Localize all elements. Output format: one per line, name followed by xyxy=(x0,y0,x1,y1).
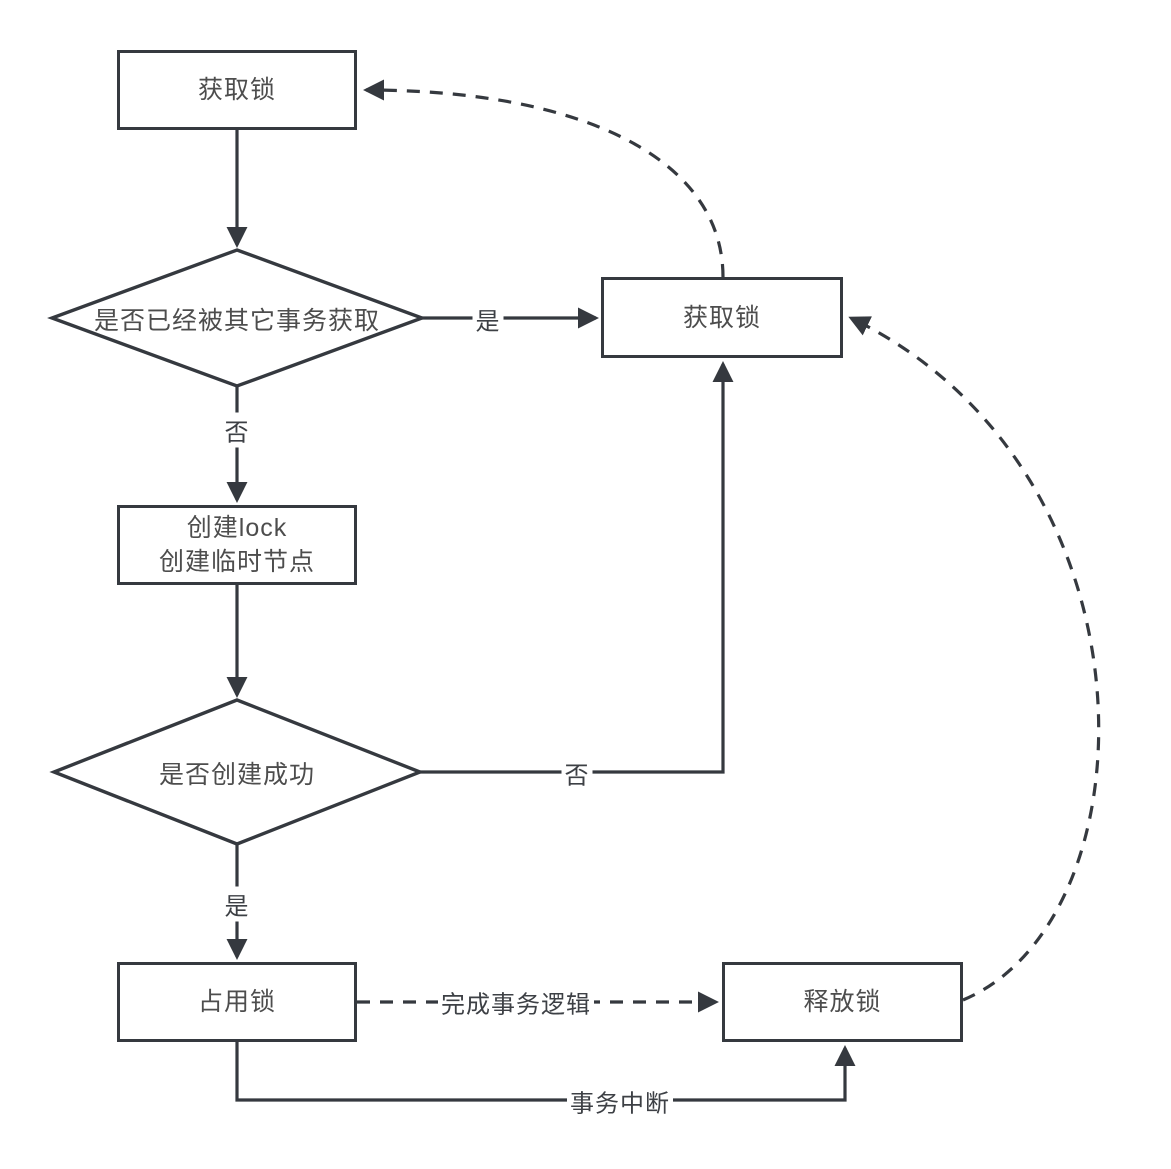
node-release-lock: 释放锁 xyxy=(722,962,963,1042)
decision-create-success-shape xyxy=(49,698,425,846)
edge-label-no-to-retry: 否 xyxy=(561,755,593,791)
edge-label-complete-transaction: 完成事务逻辑 xyxy=(438,984,594,1020)
node-create-lock-line1: 创建lock xyxy=(186,514,288,542)
edge-label-yes-to-hold: 是 xyxy=(221,886,253,922)
edge-check2-no-to-retry xyxy=(420,361,734,774)
edge-release-back-to-retry xyxy=(848,316,1101,1002)
edge-label-yes-to-retry: 是 xyxy=(472,301,504,337)
decision-create-success-label: 是否创建成功 xyxy=(158,761,316,789)
node-hold-lock-label: 占用锁 xyxy=(197,988,276,1016)
decision-acquired-by-other-label: 是否已经被其它事务获取 xyxy=(93,307,381,335)
node-acquire-lock-start: 获取锁 xyxy=(117,50,357,130)
node-hold-lock: 占用锁 xyxy=(117,962,357,1042)
node-acquire-lock-retry-label: 获取锁 xyxy=(682,303,761,332)
edge-label-no-to-create: 否 xyxy=(221,412,253,448)
decision-acquired-by-other-shape xyxy=(47,248,427,388)
node-acquire-lock-retry: 获取锁 xyxy=(601,277,843,358)
node-release-lock-label: 释放锁 xyxy=(803,988,882,1016)
node-create-lock: 创建lock 创建临时节点 xyxy=(117,505,357,585)
edge-label-transaction-interrupt: 事务中断 xyxy=(567,1083,673,1119)
edge-retry-back-to-start xyxy=(363,79,725,278)
node-acquire-lock-start-label: 获取锁 xyxy=(197,76,276,104)
edge-interrupt-to-release xyxy=(235,1042,856,1102)
node-create-lock-line2: 创建临时节点 xyxy=(158,548,315,576)
